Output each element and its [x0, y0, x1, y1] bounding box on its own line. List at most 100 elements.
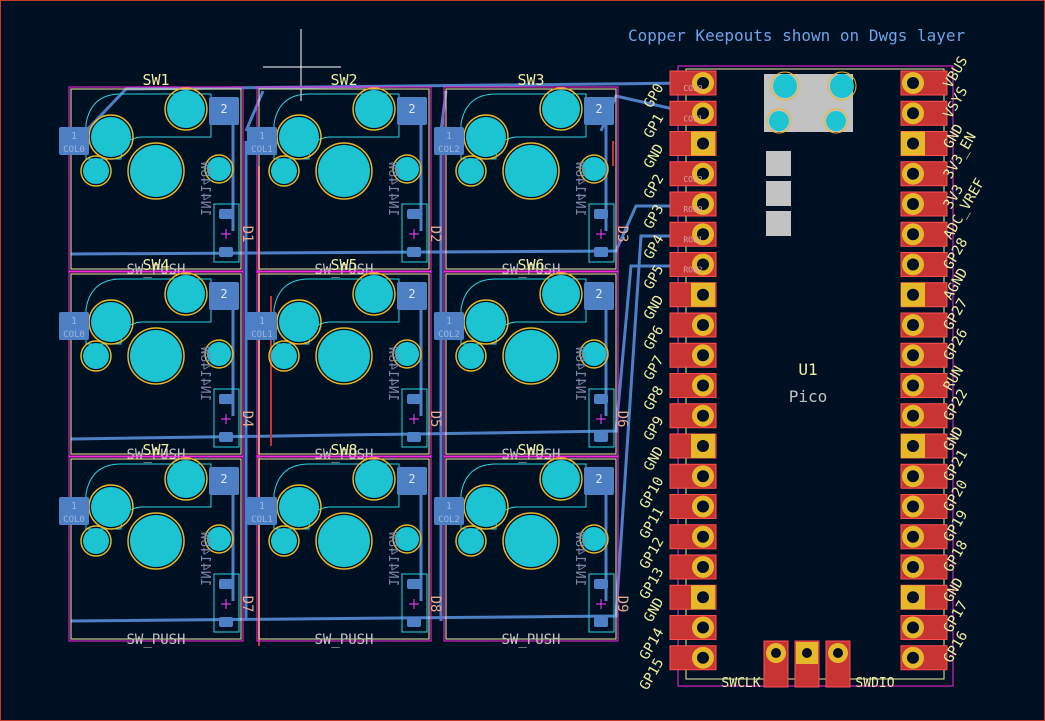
diode-pad[interactable]: [594, 432, 608, 442]
back-copper-trace[interactable]: [244, 90, 265, 132]
smd-pad-2[interactable]: [397, 282, 427, 310]
diode-pad[interactable]: [594, 617, 608, 627]
pin-hole: [907, 470, 919, 483]
plated-hole[interactable]: [91, 302, 131, 342]
smd-pad-1[interactable]: [247, 497, 277, 525]
plated-hole[interactable]: [395, 342, 419, 366]
smd-pad-2[interactable]: [584, 282, 614, 310]
diode-pad[interactable]: [219, 247, 233, 257]
smd-pad-2[interactable]: [584, 467, 614, 495]
back-copper-trace[interactable]: [70, 204, 691, 256]
smd-pad-1[interactable]: [59, 497, 89, 525]
pad-ring: [268, 155, 300, 187]
diode-pad[interactable]: [219, 617, 233, 627]
plated-hole[interactable]: [271, 158, 297, 184]
plated-hole[interactable]: [466, 487, 506, 527]
plated-hole[interactable]: [505, 145, 557, 197]
plated-hole[interactable]: [355, 460, 393, 498]
diode-pad[interactable]: [219, 579, 233, 589]
diode-pad[interactable]: [407, 247, 421, 257]
plated-hole[interactable]: [207, 527, 231, 551]
diode-pad[interactable]: [407, 209, 421, 219]
plated-hole[interactable]: [271, 528, 297, 554]
plated-hole[interactable]: [355, 90, 393, 128]
plated-hole[interactable]: [466, 117, 506, 157]
plated-hole[interactable]: [355, 275, 393, 313]
plated-hole[interactable]: [83, 528, 109, 554]
smd-pad-1[interactable]: [247, 312, 277, 340]
diode-pad[interactable]: [219, 209, 233, 219]
plated-hole[interactable]: [582, 342, 606, 366]
diode-pad[interactable]: [407, 579, 421, 589]
diode-pad[interactable]: [594, 394, 608, 404]
plated-hole[interactable]: [542, 275, 580, 313]
plated-hole[interactable]: [542, 90, 580, 128]
plated-hole[interactable]: [395, 527, 419, 551]
smd-pad-1[interactable]: [59, 312, 89, 340]
plated-hole[interactable]: [582, 157, 606, 181]
plated-hole[interactable]: [83, 158, 109, 184]
diode-pad[interactable]: [594, 247, 608, 257]
back-copper-trace[interactable]: [70, 234, 691, 623]
plated-hole[interactable]: [167, 460, 205, 498]
diode-pad[interactable]: [407, 617, 421, 627]
plated-hole[interactable]: [279, 302, 319, 342]
smd-pad-1[interactable]: [434, 127, 464, 155]
plated-hole[interactable]: [279, 487, 319, 527]
smd-pad-1[interactable]: [434, 312, 464, 340]
back-copper-trace[interactable]: [70, 264, 691, 441]
plated-hole[interactable]: [130, 145, 182, 197]
plated-hole[interactable]: [271, 343, 297, 369]
plated-hole[interactable]: [91, 487, 131, 527]
smd-pad-2[interactable]: [209, 97, 239, 125]
mcu-footprint[interactable]: U1PicoCOL0GP0COL1GP1GNDCOL2GP2ROW0GP3ROW…: [637, 54, 988, 693]
diode-pad[interactable]: [219, 394, 233, 404]
plated-hole[interactable]: [279, 117, 319, 157]
smd-pad-2[interactable]: [397, 467, 427, 495]
diode-pad[interactable]: [594, 579, 608, 589]
plated-hole[interactable]: [505, 515, 557, 567]
plated-hole[interactable]: [130, 515, 182, 567]
plated-hole[interactable]: [318, 330, 370, 382]
plated-hole[interactable]: [167, 275, 205, 313]
plated-hole[interactable]: [91, 117, 131, 157]
front-copper-trace[interactable]: [258, 141, 614, 646]
plated-hole[interactable]: [458, 528, 484, 554]
plated-hole[interactable]: [167, 90, 205, 128]
smd-pad-1[interactable]: [247, 127, 277, 155]
plated-hole[interactable]: [458, 343, 484, 369]
smd-pad-2[interactable]: [584, 97, 614, 125]
plated-hole[interactable]: [505, 330, 557, 382]
diode-pad[interactable]: [407, 394, 421, 404]
diode-pad[interactable]: [594, 209, 608, 219]
plated-hole[interactable]: [130, 330, 182, 382]
plated-hole[interactable]: [207, 157, 231, 181]
plated-hole[interactable]: [458, 158, 484, 184]
plated-hole[interactable]: [395, 157, 419, 181]
plated-hole[interactable]: [466, 302, 506, 342]
smd-pad-2[interactable]: [209, 282, 239, 310]
plated-hole[interactable]: [582, 527, 606, 551]
pad-ring: [766, 108, 792, 134]
diode-pad[interactable]: [219, 432, 233, 442]
plated-hole[interactable]: [83, 343, 109, 369]
smd-pad-1[interactable]: [434, 497, 464, 525]
diode-pad[interactable]: [407, 432, 421, 442]
plated-hole[interactable]: [318, 515, 370, 567]
smd-pad-2[interactable]: [397, 97, 427, 125]
plated-hole[interactable]: [318, 145, 370, 197]
plated-hole[interactable]: [207, 342, 231, 366]
plated-hole[interactable]: [542, 460, 580, 498]
smd-pad-2[interactable]: [209, 467, 239, 495]
smd-pad-1[interactable]: [59, 127, 89, 155]
